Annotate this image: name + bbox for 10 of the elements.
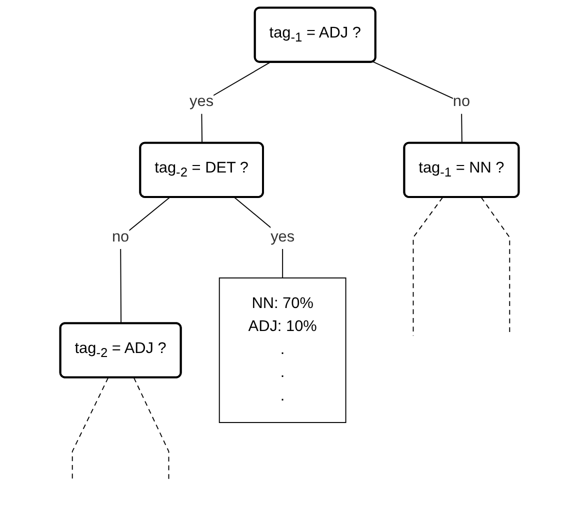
edge-label: yes: [190, 94, 214, 110]
edge-label: yes: [270, 228, 295, 246]
edge-label: no: [452, 94, 470, 110]
connector: [412, 196, 444, 336]
connector: [133, 377, 170, 481]
edge-label: no: [112, 228, 130, 246]
connector: [72, 377, 109, 481]
node-box: NN: 70% ADJ: 10% . . .: [218, 277, 346, 424]
connector: [120, 196, 170, 324]
connector: [372, 61, 462, 144]
